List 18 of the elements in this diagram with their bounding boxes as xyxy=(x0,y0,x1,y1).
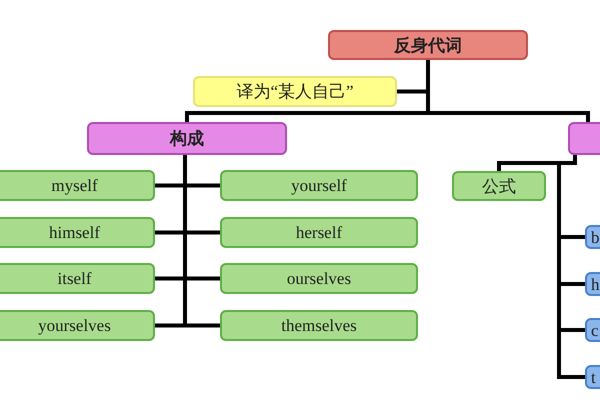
empty-category-box xyxy=(568,122,600,155)
item-box: h xyxy=(585,272,600,296)
item-box: himself xyxy=(0,217,155,248)
note-box: 译为“某人自己” xyxy=(193,76,397,107)
root-box: 反身代词 xyxy=(328,30,528,60)
item-box: yourselves xyxy=(0,310,155,341)
item-box: c xyxy=(585,318,600,342)
item-box: ourselves xyxy=(220,263,418,294)
connector-line xyxy=(557,155,585,379)
item-box: 公式 xyxy=(452,171,546,201)
item-box: b xyxy=(585,225,600,249)
item-box: themselves xyxy=(220,310,418,341)
item-box: itself xyxy=(0,263,155,294)
item-box: myself xyxy=(0,170,155,201)
category-box: 构成 xyxy=(87,122,287,155)
item-box: herself xyxy=(220,217,418,248)
item-box: yourself xyxy=(220,170,418,201)
item-box: t xyxy=(585,365,600,389)
